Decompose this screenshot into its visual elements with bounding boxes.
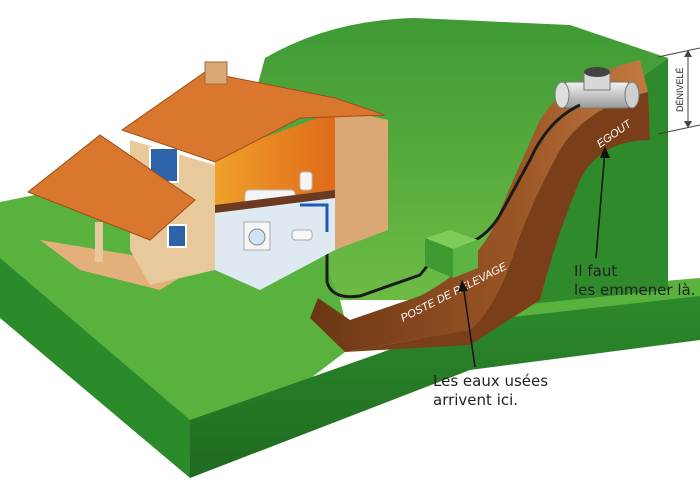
- sewer-pipe-end-right: [625, 82, 639, 108]
- wash-basin: [292, 230, 312, 240]
- window-lower: [168, 225, 186, 247]
- callout-arrive-line2: arrivent ici.: [433, 391, 548, 410]
- callout-destination: Il faut les emmener là.: [574, 262, 695, 300]
- washing-machine-door: [249, 229, 265, 245]
- sewer-pipe-end-left: [555, 82, 569, 108]
- callout-arrive-line1: Les eaux usées: [433, 372, 548, 391]
- callout-wastewater-arrives: Les eaux usées arrivent ici.: [433, 372, 548, 410]
- terrace-pillar-right: [150, 236, 158, 282]
- toilet-upper: [300, 172, 312, 190]
- house-side-wall: [335, 108, 388, 250]
- callout-dest-line1: Il faut: [574, 262, 695, 281]
- sewer-manhole-top: [584, 67, 610, 77]
- height-label: DÉNIVELÉ: [675, 67, 685, 112]
- terrace-pillar-left: [95, 222, 103, 262]
- height-tick-top: [658, 48, 700, 57]
- callout-dest-line2: les emmener là.: [574, 281, 695, 300]
- chimney: [205, 62, 227, 84]
